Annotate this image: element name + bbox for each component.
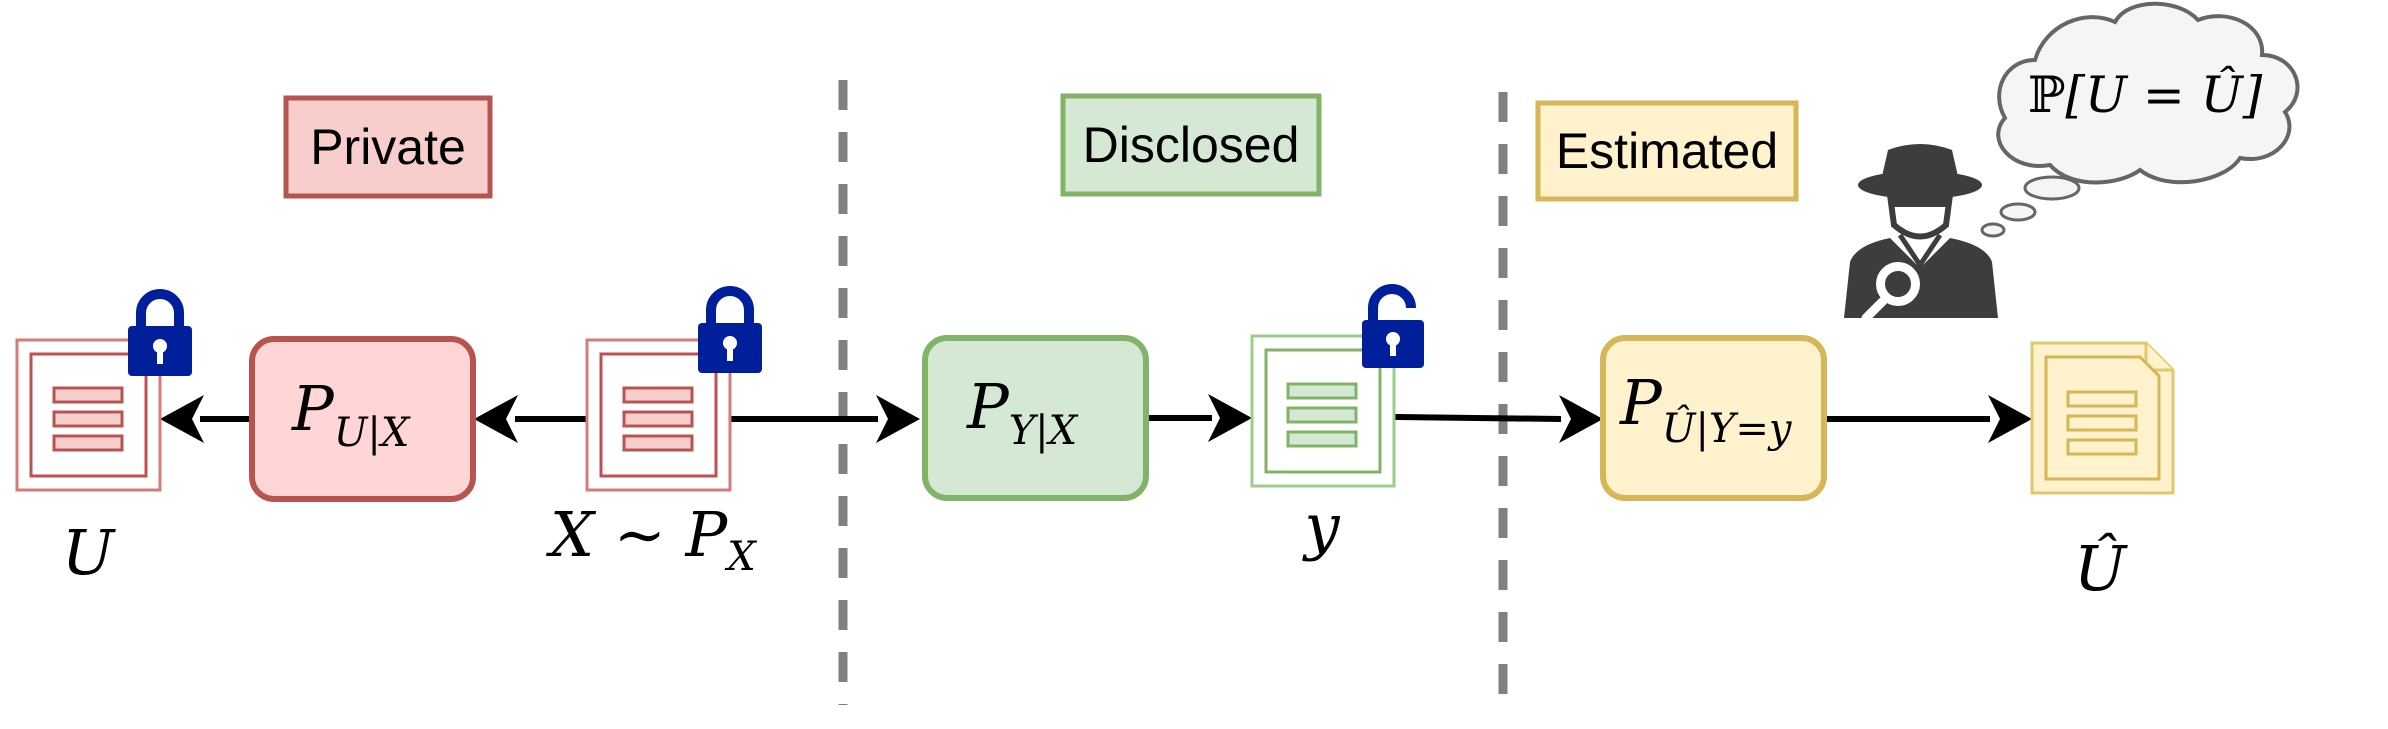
arrow-x-to-pux <box>474 395 588 443</box>
channel-subscript-hat: Û <box>1662 405 1697 452</box>
arrow-pux-to-u <box>160 395 250 443</box>
svg-text:PY|X: PY|X <box>966 370 1079 454</box>
thought-cloud: ℙ[U = Û] <box>1996 1 2300 185</box>
document-icon <box>585 338 732 492</box>
zone-label-private: Private <box>283 95 493 199</box>
thought-bubbles <box>1980 175 2081 238</box>
channel-box-p-y-given-x: PY|X <box>922 335 1149 501</box>
variable-x-dist-sub: X <box>724 534 757 580</box>
lock-closed-icon <box>698 286 762 373</box>
zone-label-disclosed-text: Disclosed <box>1083 117 1300 173</box>
zone-label-estimated-text: Estimated <box>1556 123 1778 179</box>
variable-x-dist: X ∼ PX <box>546 498 757 580</box>
lock-closed-icon <box>128 289 192 376</box>
arrow-x-to-pyx <box>728 395 920 443</box>
document-icon <box>1250 334 1396 488</box>
channel-box-p-u-given-x: PU|X <box>249 336 476 502</box>
channel-symbol: P <box>1619 366 1663 439</box>
channel-symbol: P <box>966 370 1010 443</box>
arrow-y-to-puhat <box>1392 395 1603 443</box>
prob-symbol: ℙ <box>2028 66 2066 124</box>
zone-label-disclosed: Disclosed <box>1060 93 1322 197</box>
svg-text:PÛ|Y=y: PÛ|Y=y <box>1619 366 1793 452</box>
channel-subscript-rest: |Y=y <box>1695 406 1792 452</box>
zone-label-private-text: Private <box>310 119 466 175</box>
prob-expression: [U = Û] <box>2065 65 2262 124</box>
thought-expression: ℙ[U = Û] <box>2028 65 2263 124</box>
svg-text:PU|X: PU|X <box>291 372 411 456</box>
document-icon <box>2030 341 2175 495</box>
variable-u-hat: Û <box>2074 532 2128 605</box>
variable-y: y <box>1301 490 1340 563</box>
channel-subscript: Y|X <box>1009 408 1079 454</box>
spy-icon <box>1844 144 1998 323</box>
lock-open-icon <box>1362 284 1424 368</box>
channel-symbol: P <box>291 372 335 445</box>
variable-x-dist-main: X ∼ P <box>546 498 729 571</box>
arrow-puhat-to-uhat <box>1826 395 2032 443</box>
arrow-pyx-to-y <box>1148 394 1252 442</box>
channel-subscript: U|X <box>334 410 411 456</box>
zone-label-estimated: Estimated <box>1535 100 1799 202</box>
document-icon <box>15 338 162 492</box>
variable-u: U <box>62 516 116 589</box>
channel-box-p-uhat-given-y: PÛ|Y=y <box>1600 335 1827 501</box>
